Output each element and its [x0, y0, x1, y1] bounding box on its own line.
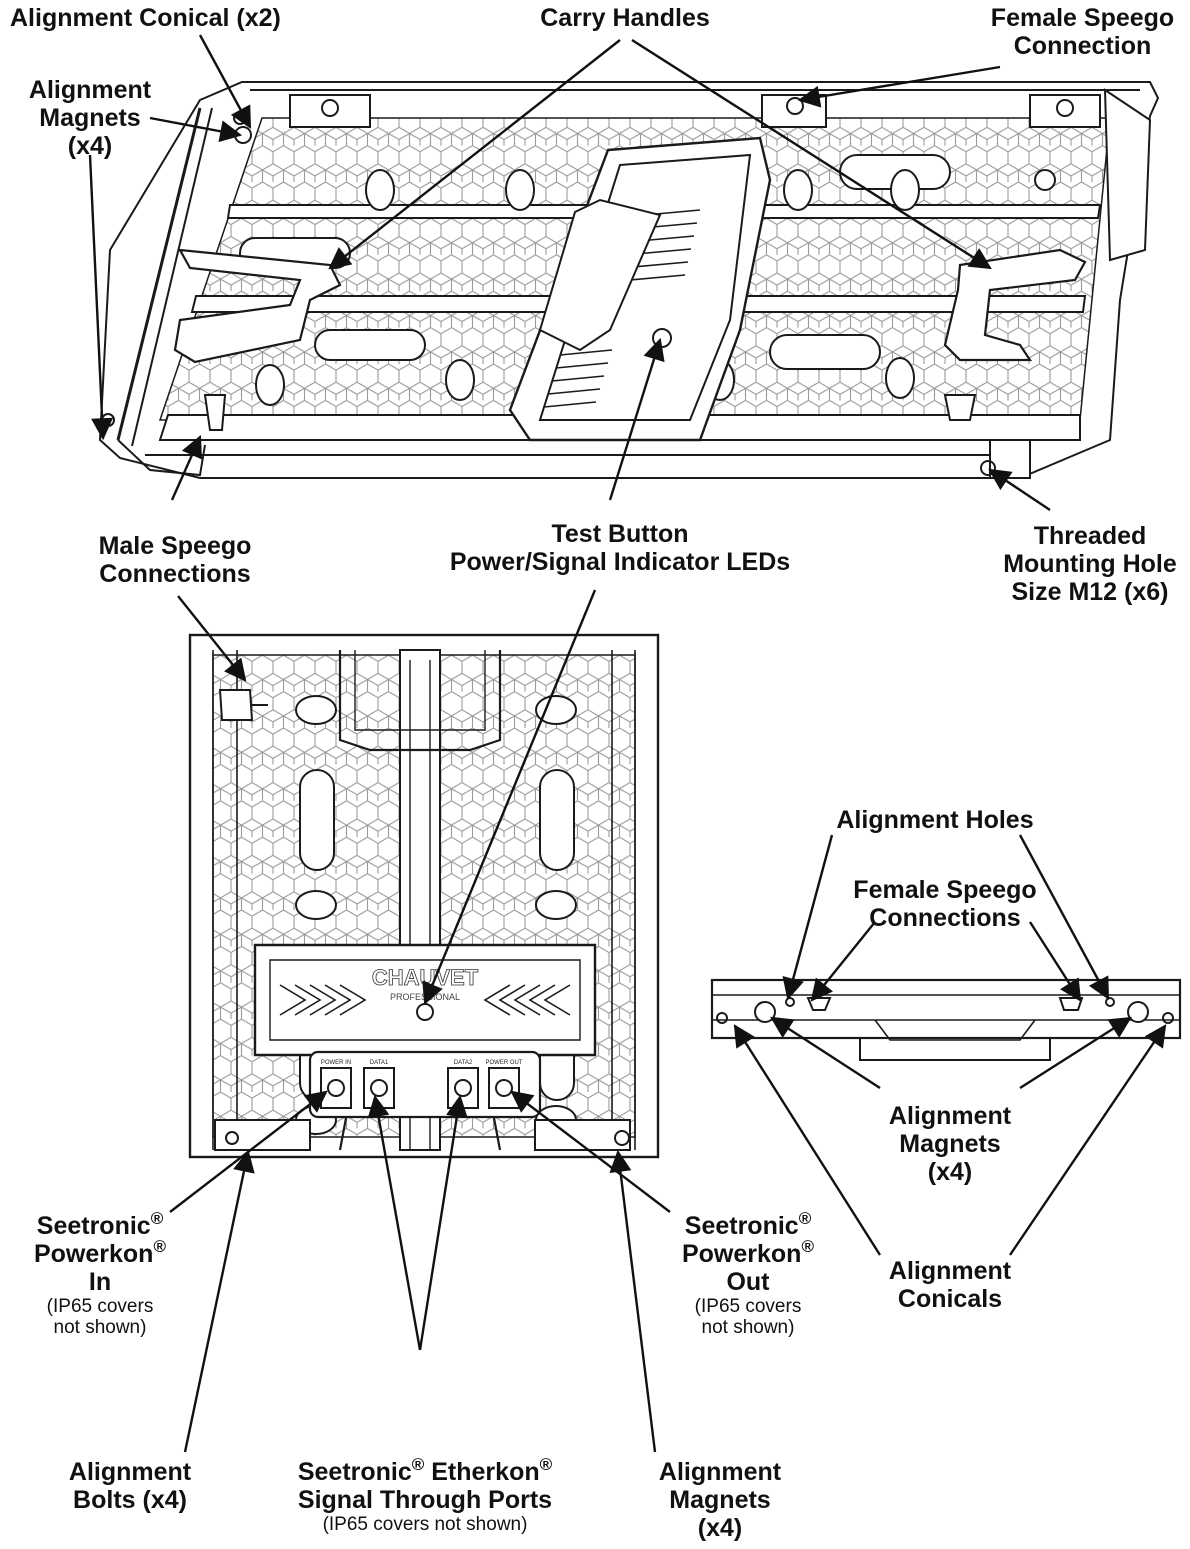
- label-test-button: Test Button Power/Signal Indicator LEDs: [449, 520, 791, 576]
- front-panel-view: [188, 633, 660, 1159]
- callout-lines: [88, 34, 1167, 1453]
- top-panel-view: [98, 81, 1160, 479]
- label-etherkon-ports: Seetronic® Etherkon® Signal Through Port…: [297, 1454, 553, 1535]
- port-label-data1: DATA1: [370, 1060, 389, 1066]
- port-label-power-in: POWER IN: [321, 1060, 351, 1066]
- label-alignment-magnets-bottom: Alignment Magnets (x4): [658, 1458, 782, 1542]
- label-female-speego-connection: Female Speego Connection: [990, 4, 1175, 60]
- label-alignment-bolts: Alignment Bolts (x4): [68, 1458, 192, 1514]
- label-female-speego-connections: Female Speego Connections: [853, 876, 1037, 932]
- port-label-data2: DATA2: [454, 1060, 473, 1066]
- port-label-power-out: POWER OUT: [486, 1060, 523, 1066]
- label-male-speego-connections: Male Speego Connections: [98, 532, 252, 588]
- label-alignment-holes: Alignment Holes: [836, 806, 1034, 834]
- label-powerkon-out: Seetronic® Powerkon® Out (IP65 covers no…: [681, 1208, 814, 1338]
- label-powerkon-in: Seetronic® Powerkon® In (IP65 covers not…: [33, 1208, 166, 1338]
- label-alignment-magnets-right: Alignment Magnets (x4): [888, 1102, 1012, 1186]
- edge-panel-view: [710, 978, 1182, 1061]
- brand-logo: CHAUVET: [372, 965, 479, 990]
- label-alignment-magnets-top: Alignment Magnets (x4): [28, 76, 152, 160]
- label-carry-handles: Carry Handles: [540, 4, 710, 32]
- label-alignment-conical: Alignment Conical (x2): [10, 4, 281, 32]
- label-threaded-mounting-hole: Threaded Mounting Hole Size M12 (x6): [1003, 522, 1177, 606]
- label-alignment-conicals: Alignment Conicals: [888, 1257, 1012, 1313]
